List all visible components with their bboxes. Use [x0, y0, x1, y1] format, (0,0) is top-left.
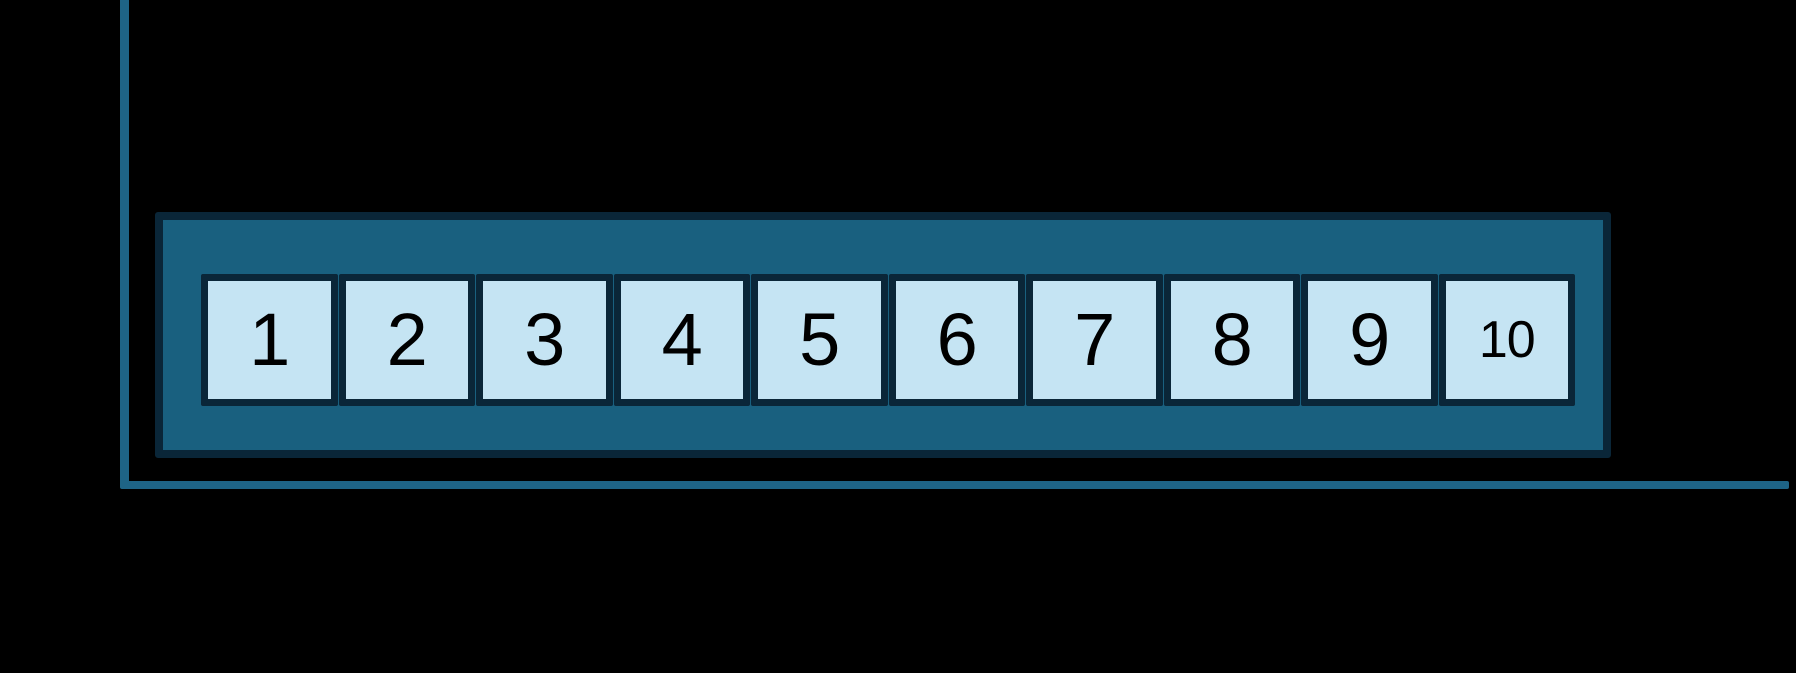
- array-cell: 2: [338, 274, 475, 406]
- array-cell: 7: [1026, 274, 1163, 406]
- array-cell-label: 1: [249, 298, 290, 381]
- array-cell: 4: [613, 274, 750, 406]
- array-cell-label: 6: [936, 298, 978, 381]
- x-axis-line: [120, 481, 1789, 489]
- y-axis-line: [120, 0, 129, 487]
- array-cell-label: 7: [1074, 298, 1115, 381]
- array-cell: 5: [751, 274, 888, 406]
- array-cell-label: 5: [799, 298, 840, 381]
- array-cell-label: 3: [524, 298, 565, 381]
- array-cell: 6: [888, 274, 1025, 406]
- array-cell-label: 2: [386, 298, 428, 381]
- array-cell: 3: [476, 274, 613, 406]
- array-cell: 9: [1301, 274, 1438, 406]
- array-cell: 1: [201, 274, 338, 406]
- array-cell: 10: [1438, 274, 1575, 406]
- array-cell-label: 8: [1211, 298, 1253, 381]
- array-cell-label: 9: [1349, 298, 1390, 381]
- array-cell-label: 10: [1478, 311, 1536, 369]
- array-cell-label: 4: [661, 298, 703, 381]
- array-cell: 8: [1163, 274, 1300, 406]
- array-cells-row: 1 2 3 4 5 6 7 8 9 10: [201, 274, 1575, 406]
